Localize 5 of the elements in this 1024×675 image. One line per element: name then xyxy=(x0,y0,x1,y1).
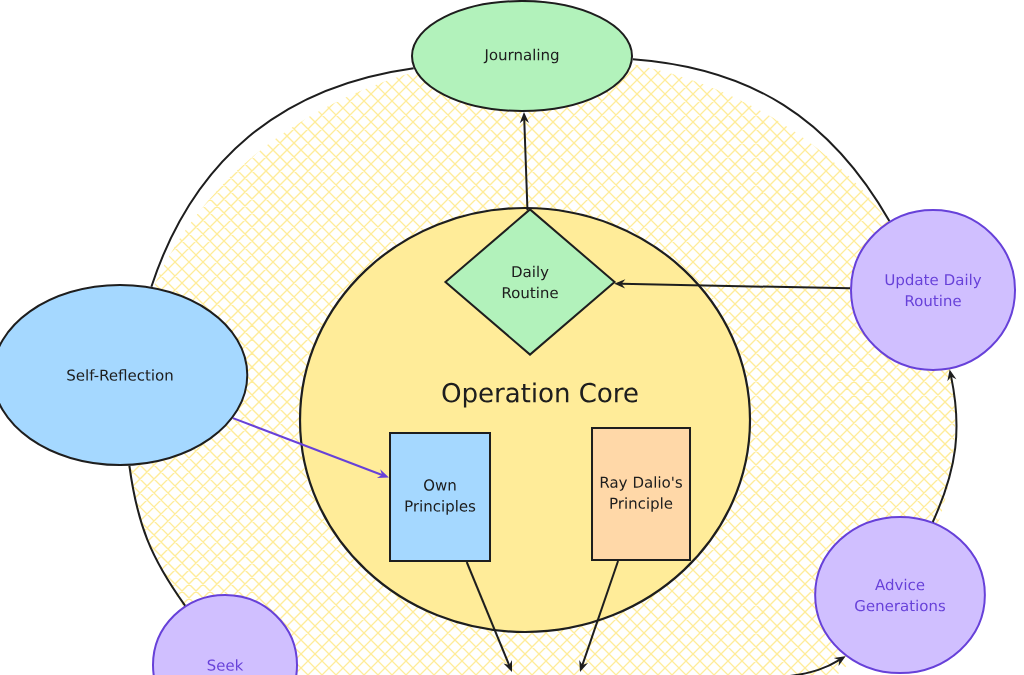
connector-line xyxy=(631,58,891,223)
principle-card: Ray Dalio's Principle xyxy=(591,427,691,561)
connector-line xyxy=(150,67,415,288)
connector-line xyxy=(128,464,187,607)
principle-card: Own Principles xyxy=(389,432,491,562)
